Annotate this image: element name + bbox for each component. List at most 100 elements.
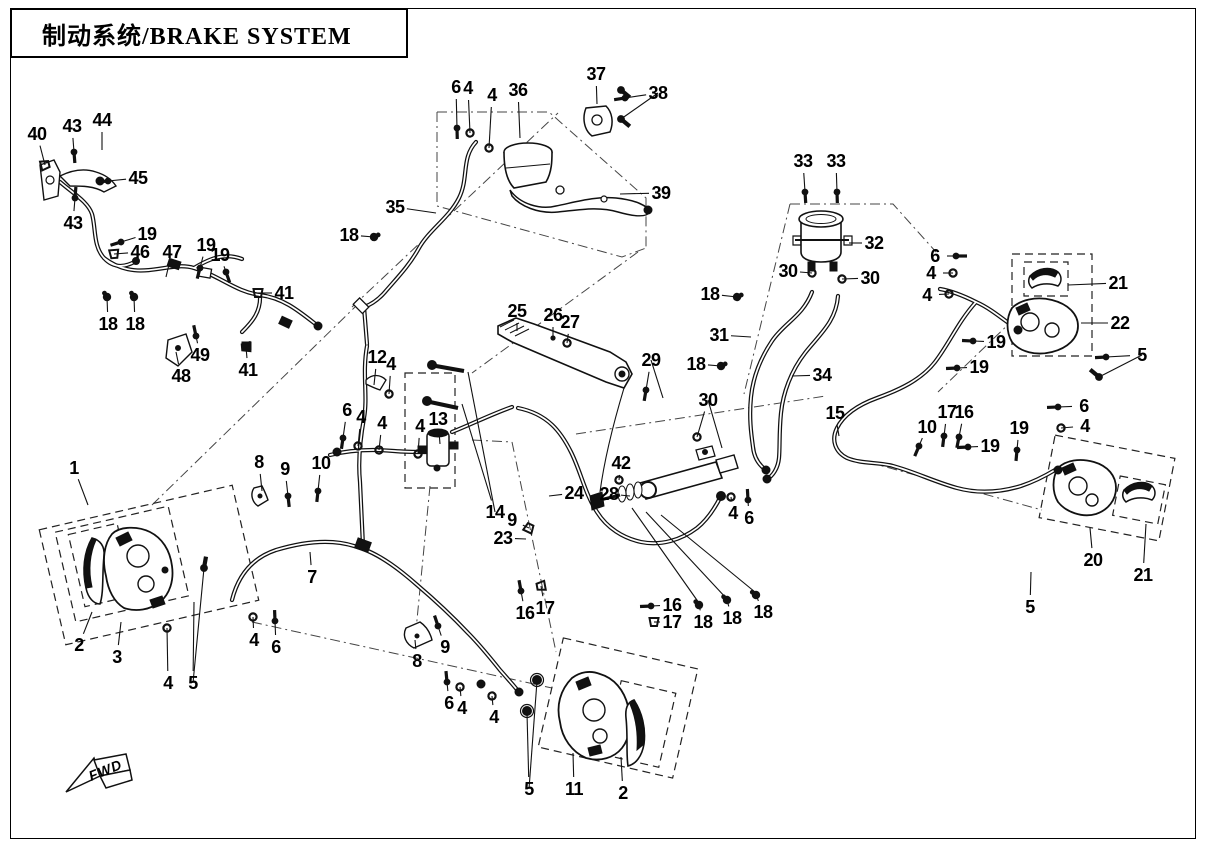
callout-30: 30	[698, 390, 718, 410]
callout-10: 10	[917, 417, 937, 437]
callout-4: 4	[415, 416, 425, 436]
callout-18: 18	[700, 284, 720, 304]
callout-6: 6	[271, 637, 281, 657]
leader-line-21	[1143, 523, 1147, 564]
callout-17: 17	[662, 612, 682, 632]
leader-line-8	[414, 639, 417, 650]
callout-46: 46	[130, 242, 150, 262]
callout-18: 18	[722, 608, 742, 628]
callout-25: 25	[507, 301, 527, 321]
leader-line-38	[624, 94, 647, 99]
callout-41: 41	[274, 283, 294, 303]
callout-31: 31	[709, 325, 729, 345]
leader-line-14	[461, 403, 493, 501]
rear-master-cylinder	[589, 445, 772, 511]
callout-45: 45	[128, 168, 148, 188]
leader-line-4	[1060, 426, 1074, 429]
callout-4: 4	[457, 698, 467, 718]
callout-13: 13	[428, 409, 448, 429]
callout-20: 20	[1083, 550, 1103, 570]
callout-4: 4	[249, 630, 259, 650]
leader-line-30	[799, 271, 813, 274]
leader-line-7	[309, 551, 312, 566]
callout-28: 28	[599, 484, 619, 504]
callout-4: 4	[377, 413, 387, 433]
callout-32: 32	[864, 233, 884, 253]
callout-44: 44	[92, 110, 112, 130]
callout-36: 36	[508, 80, 528, 100]
callout-16: 16	[662, 595, 682, 615]
leader-line-5	[526, 712, 530, 778]
leader-line-28	[620, 494, 631, 497]
callout-9: 9	[507, 510, 517, 530]
callout-47: 47	[162, 242, 182, 262]
callout-6: 6	[744, 508, 754, 528]
callout-19: 19	[210, 245, 230, 265]
callout-42: 42	[611, 453, 631, 473]
rear-caliper-right-top	[1006, 267, 1105, 383]
callout-18: 18	[693, 612, 713, 632]
callout-16: 16	[954, 402, 974, 422]
callout-4: 4	[922, 285, 932, 305]
callout-4: 4	[463, 78, 473, 98]
callout-8: 8	[412, 651, 422, 671]
callout-33: 33	[793, 151, 813, 171]
callout-24: 24	[564, 483, 584, 503]
leader-line-1	[77, 479, 89, 506]
callout-30: 30	[860, 268, 880, 288]
callout-49: 49	[190, 345, 210, 365]
callout-19: 19	[1009, 418, 1029, 438]
callout-19: 19	[196, 235, 216, 255]
callout-6: 6	[444, 693, 454, 713]
callout-26: 26	[543, 305, 563, 325]
callout-34: 34	[812, 365, 832, 385]
junction-block	[332, 297, 726, 697]
brake-pedal	[497, 317, 633, 389]
callout-4: 4	[926, 263, 936, 283]
callout-3: 3	[112, 647, 122, 667]
leader-line-37	[595, 85, 598, 105]
callout-22: 22	[1110, 313, 1130, 333]
brake-hoses	[57, 139, 1058, 695]
hose-clamps	[251, 374, 433, 649]
callout-18: 18	[686, 354, 706, 374]
extra-leader-lines	[192, 92, 1143, 790]
callout-4: 4	[728, 503, 738, 523]
callout-27: 27	[560, 312, 580, 332]
callout-5: 5	[524, 779, 534, 799]
leader-line-20	[1089, 527, 1093, 549]
leader-line-21	[1067, 282, 1107, 286]
callout-33: 33	[826, 151, 846, 171]
leader-line-3	[117, 621, 122, 646]
callout-43: 43	[62, 116, 82, 136]
callout-12: 12	[367, 347, 387, 367]
leader-line-5	[1029, 571, 1032, 596]
callout-16: 16	[515, 603, 535, 623]
fluid-reservoir	[792, 210, 853, 272]
leader-line-17	[540, 585, 544, 597]
leader-line-13	[438, 430, 441, 445]
leader-line-2	[82, 611, 93, 635]
callout-2: 2	[618, 783, 628, 803]
leader-line-4	[166, 627, 169, 672]
leader-line-5	[192, 601, 195, 672]
leader-line-46	[113, 252, 129, 255]
fwd-arrow	[65, 753, 133, 793]
leader-line-2	[620, 756, 623, 782]
callout-43: 43	[63, 213, 83, 233]
callout-30: 30	[778, 261, 798, 281]
callout-40: 40	[27, 124, 47, 144]
title-block: 制动系统/BRAKE SYSTEM	[10, 8, 408, 58]
callout-4: 4	[356, 407, 366, 427]
leader-line-39	[619, 192, 650, 195]
callout-19: 19	[980, 436, 1000, 456]
callout-6: 6	[1079, 396, 1089, 416]
callout-15: 15	[825, 403, 845, 423]
leader-line-47	[165, 263, 170, 278]
callout-18: 18	[98, 314, 118, 334]
callout-5: 5	[1137, 345, 1147, 365]
callout-6: 6	[930, 246, 940, 266]
leader-line-8	[259, 473, 263, 492]
leader-line-6	[455, 98, 458, 129]
